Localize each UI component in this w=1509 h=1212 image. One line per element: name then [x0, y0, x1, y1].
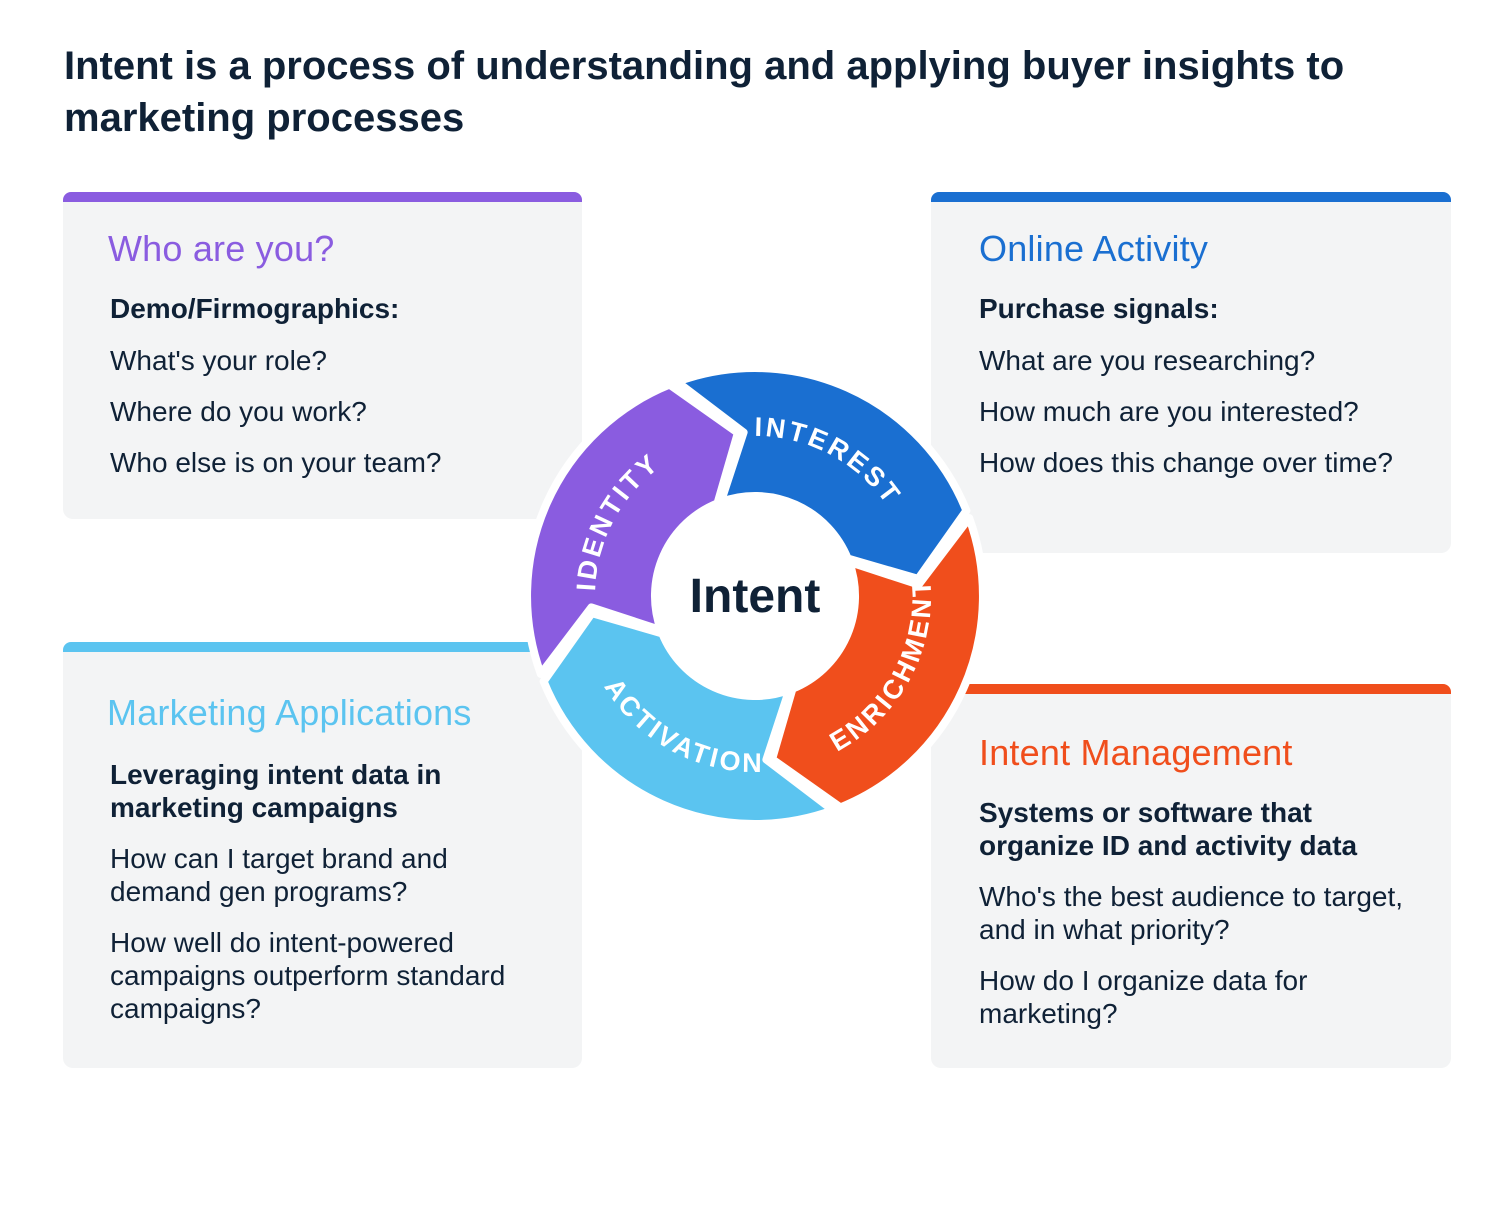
card-online-activity: Online Activity Purchase signals: What a…	[931, 192, 1451, 553]
card-question: How do I organize data for marketing?	[979, 965, 1308, 1029]
card-marketing-applications: Marketing Applications Leveraging intent…	[63, 642, 582, 1068]
card-heading: Marketing Applications	[107, 692, 472, 733]
card-question: Who else is on your team?	[110, 447, 442, 478]
card-question: What are you researching?	[979, 345, 1316, 376]
card-question: What's your role?	[110, 345, 327, 376]
card-question: Where do you work?	[110, 396, 367, 427]
card-question: How much are you interested?	[979, 396, 1359, 427]
page-title: Intent is a process of understanding and…	[64, 44, 1345, 140]
card-subheading: Systems or software that organize ID and…	[979, 797, 1358, 861]
card-accent-bar	[63, 192, 582, 202]
card-accent-bar	[931, 192, 1451, 202]
card-accent-bar	[931, 684, 1451, 694]
card-heading: Who are you?	[108, 228, 335, 269]
card-question: How does this change over time?	[979, 447, 1393, 478]
card-heading: Online Activity	[979, 228, 1209, 269]
card-heading: Intent Management	[979, 732, 1293, 773]
card-question: How well do intent-powered campaigns out…	[110, 927, 506, 1024]
card-subheading: Demo/Firmographics:	[110, 293, 400, 324]
card-question: How can I target brand and demand gen pr…	[110, 843, 448, 907]
card-who-are-you: Who are you? Demo/Firmographics: What's …	[63, 192, 582, 519]
card-intent-management: Intent Management Systems or software th…	[931, 684, 1451, 1068]
cycle-ring	[523, 364, 987, 828]
card-subheading: Purchase signals:	[979, 293, 1219, 324]
cycle-center-circle	[653, 494, 857, 698]
card-subheading: Leveraging intent data in marketing camp…	[110, 759, 442, 823]
card-question: Who's the best audience to target, and i…	[979, 881, 1404, 945]
cycle-center-label: Intent	[690, 570, 821, 623]
card-accent-bar	[63, 642, 582, 652]
